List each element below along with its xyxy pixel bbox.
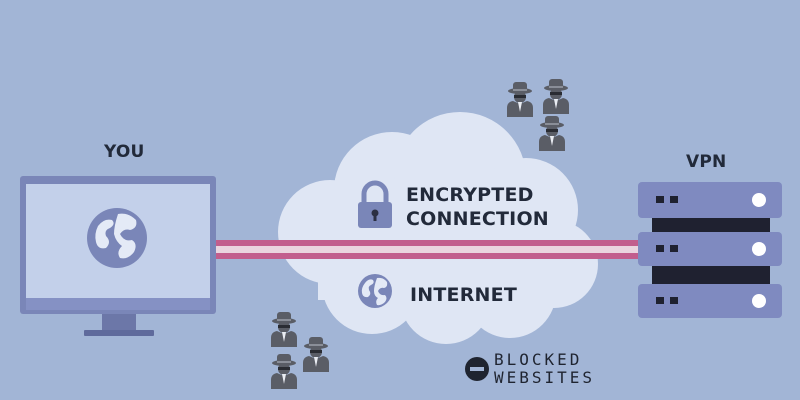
spy-group-bottom bbox=[271, 312, 329, 389]
internet-globe-icon bbox=[358, 274, 392, 308]
lock-icon bbox=[358, 180, 392, 228]
spy-icon bbox=[543, 79, 569, 114]
minus-circle-icon bbox=[465, 357, 489, 381]
vpn-label: VPN bbox=[686, 152, 727, 172]
watermark-line2: WEBSITES bbox=[494, 368, 596, 387]
watermark: BLOCKED WEBSITES bbox=[464, 350, 614, 390]
spy-group-top bbox=[507, 79, 569, 151]
globe-icon bbox=[87, 208, 147, 268]
spy-icon bbox=[539, 116, 565, 151]
spy-icon bbox=[271, 312, 297, 347]
encrypted-label-line1: ENCRYPTED bbox=[406, 184, 534, 206]
encrypted-label-line2: CONNECTION bbox=[406, 208, 549, 230]
spy-icon bbox=[303, 337, 329, 372]
internet-label: INTERNET bbox=[410, 284, 517, 306]
server-rack-icon bbox=[638, 182, 782, 318]
spy-icon bbox=[507, 82, 533, 117]
spy-icon bbox=[271, 354, 297, 389]
encrypted-tunnel bbox=[214, 240, 640, 259]
watermark-line1: BLOCKED bbox=[494, 350, 583, 369]
you-label: YOU bbox=[104, 142, 145, 162]
